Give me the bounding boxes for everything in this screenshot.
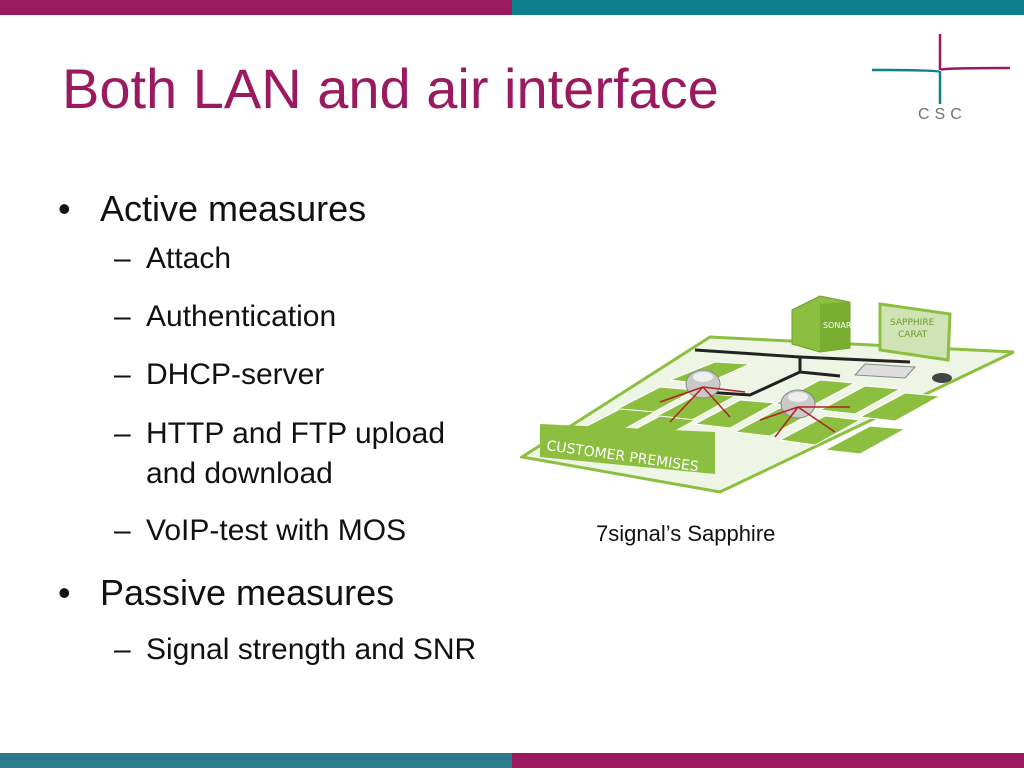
sub-item: – Authentication	[58, 298, 491, 336]
bottom-teal-bar	[0, 753, 512, 768]
top-magenta-bar	[0, 0, 512, 15]
sub-item-text: Attach	[146, 242, 232, 275]
bullet-list: • Active measures – Attach – Authenticat…	[58, 186, 491, 670]
sub-item-text: DHCP-server	[146, 358, 325, 391]
bullet-marker: •	[58, 188, 71, 229]
sub-item-text: Signal strength and SNR	[146, 633, 477, 666]
sub-item: – Signal strength and SNR	[58, 630, 491, 670]
slide-title: Both LAN and air interface	[62, 57, 719, 120]
bullet-text: Passive measures	[100, 572, 395, 613]
dash-marker: –	[114, 514, 131, 547]
sub-item: – DHCP-server	[58, 356, 491, 394]
dash-marker: –	[114, 242, 131, 275]
bottom-magenta-bar	[512, 753, 1024, 768]
monitor-label-line1: SAPPHIRE	[890, 318, 935, 328]
top-teal-bar	[512, 0, 1024, 15]
bullet-active-measures: • Active measures	[58, 186, 491, 232]
sub-item-text: VoIP-test with MOS	[146, 514, 407, 547]
logo-text: CSC	[918, 106, 967, 123]
sub-item-text: Authentication	[146, 300, 337, 333]
monitor-label-line2: CARAT	[898, 330, 928, 340]
dash-marker: –	[114, 633, 131, 666]
csc-logo	[871, 34, 1011, 104]
server-label: SONAR	[823, 321, 852, 330]
sub-item: – VoIP-test with MOS	[58, 512, 491, 550]
dash-marker: –	[114, 417, 131, 450]
figure-caption: 7signal’s Sapphire	[596, 521, 776, 546]
bullet-marker: •	[58, 572, 71, 613]
dash-marker: –	[114, 358, 131, 391]
sub-item: – Attach	[58, 240, 491, 278]
dash-marker: –	[114, 300, 131, 333]
monitor-icon: SAPPHIRE CARAT	[853, 302, 952, 383]
bullet-passive-measures: • Passive measures	[58, 570, 491, 616]
server-icon: SONAR	[791, 295, 852, 353]
sub-item-text: HTTP and FTP upload and download	[146, 417, 446, 490]
sapphire-diagram: CUSTOMER PREMISES SONAR SAPPHIRE CARAT	[520, 295, 1014, 494]
sub-item: – HTTP and FTP upload and download	[58, 414, 491, 494]
bullet-text: Active measures	[100, 188, 367, 229]
